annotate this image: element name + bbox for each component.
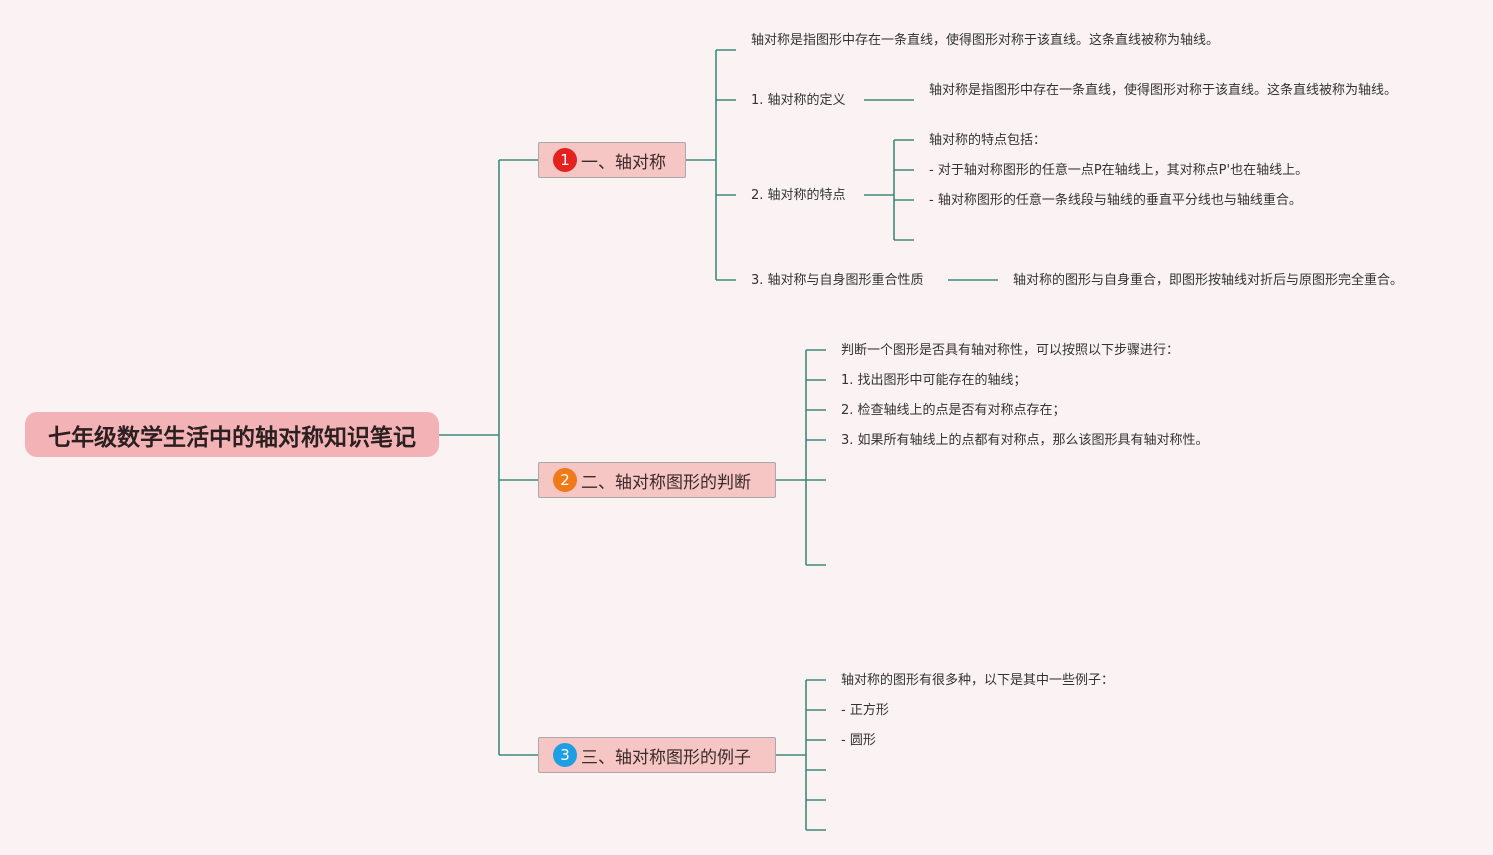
branch-3-title: 三、轴对称图形的例子 [581,747,751,768]
branch-2-topic[interactable]: 2 二、轴对称图形的判断 [538,462,776,498]
badge-1-icon: 1 [553,148,577,172]
b3-item-3[interactable]: - 圆形 [841,733,876,748]
root-topic[interactable]: 七年级数学生活中的轴对称知识笔记 [25,412,439,457]
b1-features-topic[interactable]: 2. 轴对称的特点 [751,188,846,203]
b1-definition-topic[interactable]: 1. 轴对称的定义 [751,93,846,108]
b1-features-detail-3[interactable]: - 轴对称图形的任意一条线段与轴线的垂直平分线也与轴线重合。 [929,193,1302,208]
b1-features-detail-1[interactable]: 轴对称的特点包括： [929,133,1047,148]
branch-1-topic[interactable]: 1 一、轴对称 [538,142,686,178]
b1-coincide-topic[interactable]: 3. 轴对称与自身图形重合性质 [751,273,924,288]
b1-features-detail-2[interactable]: - 对于轴对称图形的任意一点P在轴线上，其对称点P'也在轴线上。 [929,163,1309,178]
b2-item-1[interactable]: 判断一个图形是否具有轴对称性，可以按照以下步骤进行： [841,343,1180,358]
branch-2-title: 二、轴对称图形的判断 [581,472,751,493]
b1-intro-text[interactable]: 轴对称是指图形中存在一条直线，使得图形对称于该直线。这条直线被称为轴线。 [751,33,1220,48]
b1-coincide-detail[interactable]: 轴对称的图形与自身重合，即图形按轴线对折后与原图形完全重合。 [1013,273,1404,288]
b2-item-2[interactable]: 1. 找出图形中可能存在的轴线； [841,373,1027,388]
branch-1-title: 一、轴对称 [581,152,666,173]
badge-3-icon: 3 [553,743,577,767]
b3-item-1[interactable]: 轴对称的图形有很多种，以下是其中一些例子： [841,673,1115,688]
b1-definition-detail[interactable]: 轴对称是指图形中存在一条直线，使得图形对称于该直线。这条直线被称为轴线。 [929,83,1398,98]
b2-item-4[interactable]: 3. 如果所有轴线上的点都有对称点，那么该图形具有轴对称性。 [841,433,1209,448]
badge-2-icon: 2 [553,468,577,492]
b2-item-3[interactable]: 2. 检查轴线上的点是否有对称点存在； [841,403,1066,418]
b3-item-2[interactable]: - 正方形 [841,703,889,718]
root-title: 七年级数学生活中的轴对称知识笔记 [48,424,416,451]
branch-3-topic[interactable]: 3 三、轴对称图形的例子 [538,737,776,773]
